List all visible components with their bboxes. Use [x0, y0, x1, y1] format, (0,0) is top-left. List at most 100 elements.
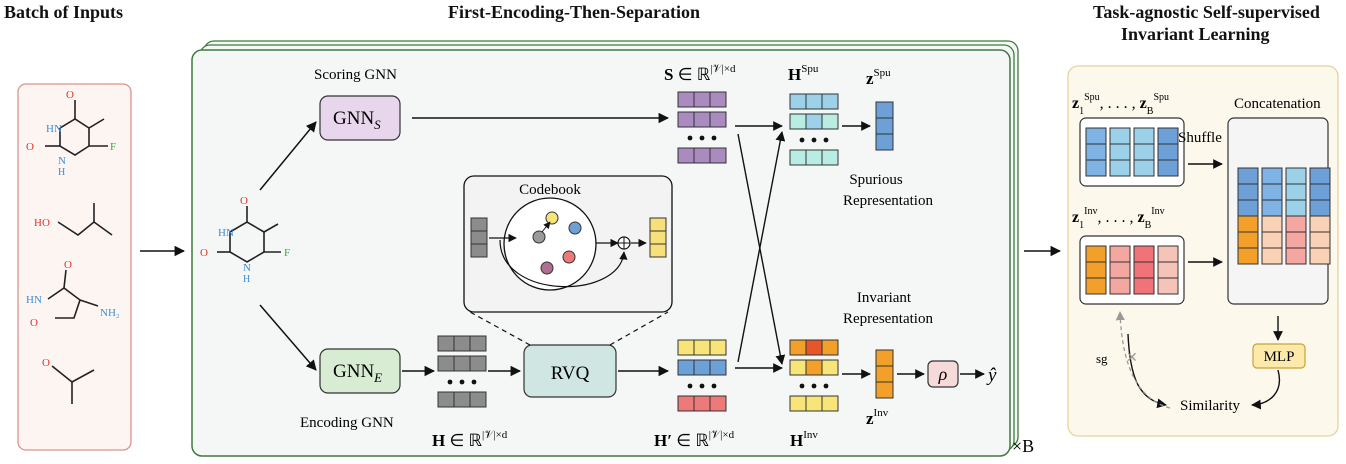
atom: HN	[26, 294, 42, 306]
matrix-cell	[805, 113, 823, 130]
grid-cell	[1285, 215, 1307, 233]
arrow-to-gnn-s	[259, 121, 317, 191]
concat-grid	[1237, 167, 1331, 265]
ellipsis-dot	[811, 137, 817, 143]
atom: O	[42, 357, 50, 369]
ellipsis-dot	[711, 135, 717, 141]
ellipsis-dot	[811, 383, 817, 389]
ellipsis-dot	[699, 383, 705, 389]
rho-box	[927, 360, 959, 388]
code-red	[562, 250, 576, 264]
matrix-cell	[693, 359, 711, 376]
atom: HN	[218, 227, 234, 239]
grid-cell	[1133, 261, 1155, 279]
matrix-cell	[789, 359, 807, 376]
grid-cell	[1309, 247, 1331, 265]
grid-cell	[1133, 277, 1155, 295]
stop-gradient-arrow	[1115, 311, 1171, 409]
molecule-3	[47, 269, 99, 319]
grid-cell	[1261, 215, 1283, 233]
grid-cell	[1309, 231, 1331, 249]
matrix-cell	[709, 147, 727, 164]
arrow-Hprime-to-Hspu	[737, 131, 786, 363]
grid-cell	[1237, 247, 1259, 265]
grid-cell	[1157, 127, 1179, 145]
matrix-cell	[709, 111, 727, 128]
gnn-e-text: GNNE	[333, 361, 382, 385]
rho-label: ρ	[938, 364, 948, 384]
stop-gradient-cross-icon: ✕	[1126, 351, 1138, 366]
atom: O	[64, 259, 72, 271]
grid-cell	[1309, 183, 1331, 201]
matrix-cell	[677, 359, 695, 376]
atom: F	[284, 247, 290, 259]
ellipsis-dot	[471, 379, 477, 385]
grid-cell	[1285, 199, 1307, 217]
concatenation-label: Concatenation	[1234, 96, 1321, 112]
code-gray	[532, 230, 546, 244]
matrix-cell	[693, 147, 711, 164]
molecule-2	[57, 203, 113, 236]
matrix-cell	[821, 149, 839, 166]
H-definition: H ∈ ℝ|𝒱|×d	[432, 429, 508, 450]
atom: N	[243, 262, 251, 274]
H-spu-label: HSpu	[788, 63, 819, 84]
codebook-residual-arrow	[499, 239, 628, 288]
matrix-cell	[805, 359, 823, 376]
atom: O	[200, 247, 208, 259]
grid-cell	[1309, 167, 1331, 185]
scoring-gnn-label: Scoring GNN	[314, 67, 397, 83]
grid-cell	[1085, 245, 1107, 263]
z-inv-set-label: z1Inv, . . . , zBInv	[1072, 206, 1165, 231]
matrix-cell	[469, 335, 487, 352]
codebook-link-left	[469, 311, 531, 346]
matrix-cell	[805, 93, 823, 110]
sg-label: sg	[1096, 351, 1108, 366]
molecule-1	[45, 100, 108, 156]
code-blue	[568, 221, 582, 235]
codebook-input-vector	[470, 217, 488, 258]
grid-cell	[1085, 159, 1107, 177]
atom: O	[30, 317, 38, 329]
grid-cell	[1085, 277, 1107, 295]
grid-cell	[1085, 143, 1107, 161]
heading-encoding: First-Encoding-Then-Separation	[448, 2, 701, 22]
matrix-cell	[677, 339, 695, 356]
ellipsis-dot	[687, 135, 693, 141]
grid-cell	[1133, 245, 1155, 263]
matrix-cell	[453, 355, 471, 372]
matrix-cell	[677, 395, 695, 412]
matrix-cell	[469, 391, 487, 408]
z-spu-set-label: z1Spu, . . . , zBSpu	[1072, 92, 1169, 117]
Hprime-definition: H′ ∈ ℝ|𝒱|×d	[654, 429, 735, 450]
ellipsis-dot	[823, 137, 829, 143]
z-spu-label: zSpu	[866, 67, 891, 88]
times-B-label: ×B	[1012, 436, 1034, 456]
ellipsis-dot	[799, 383, 805, 389]
heading-batch: Batch of Inputs	[4, 2, 124, 22]
matrix-H	[437, 335, 487, 408]
atom: H	[243, 274, 250, 285]
ellipsis-dot	[799, 137, 805, 143]
rvq-label: RVQ	[551, 363, 590, 384]
grid-cell	[1109, 127, 1131, 145]
atom: NH₂	[100, 307, 120, 319]
grid-cell	[1237, 183, 1259, 201]
H-inv-label: HInv	[790, 429, 818, 450]
grid-cell	[1109, 143, 1131, 161]
ellipsis-dot	[699, 135, 705, 141]
grid-cell	[1085, 261, 1107, 279]
molecule-4	[51, 365, 95, 404]
grid-cell	[1133, 143, 1155, 161]
gnn-s-text: GNNS	[333, 108, 381, 132]
codebook-label: Codebook	[519, 182, 581, 198]
matrix-cell	[805, 149, 823, 166]
matrix-S	[677, 91, 727, 164]
invariant-label-2: Representation	[843, 311, 933, 327]
grid-cell	[1109, 277, 1131, 295]
ellipsis-dot	[459, 379, 465, 385]
matrix-cell	[789, 113, 807, 130]
ellipsis-dot	[711, 383, 717, 389]
grid-cell	[1109, 261, 1131, 279]
